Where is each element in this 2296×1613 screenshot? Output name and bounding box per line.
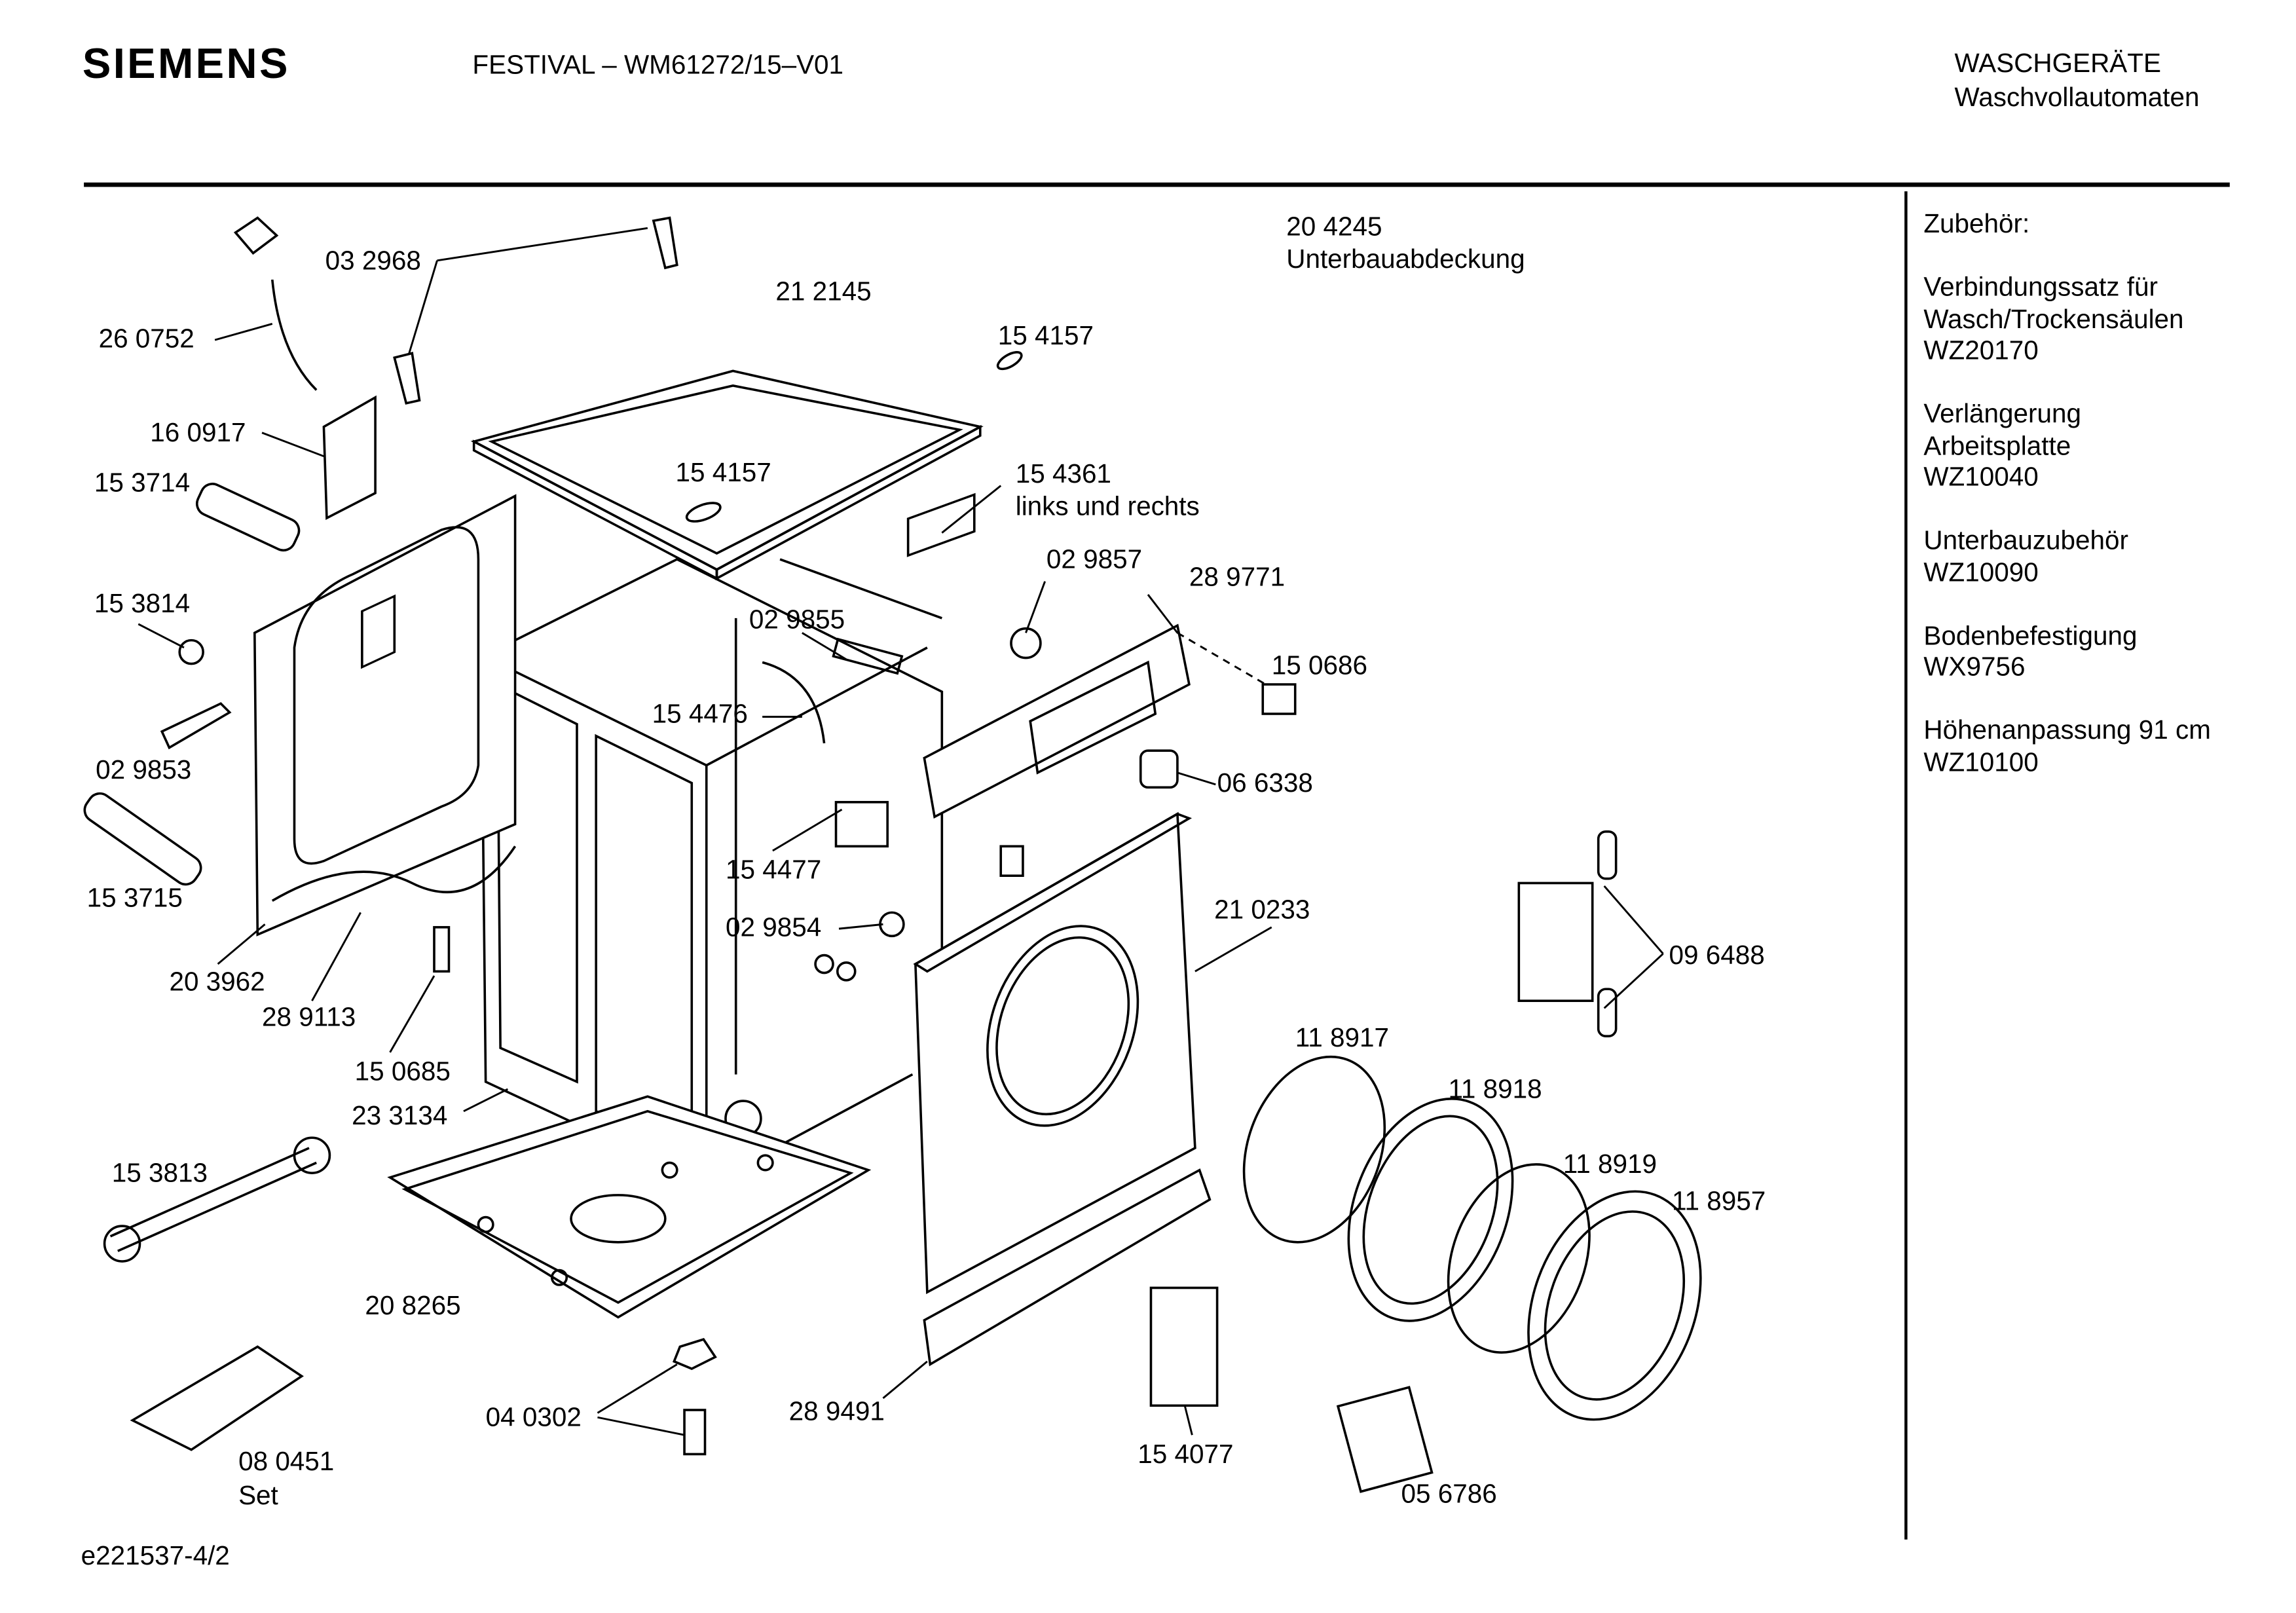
sidebar-divider [1904, 191, 1908, 1540]
part-number: 20 4245 [1286, 212, 1382, 242]
part-number: 04 0302 [485, 1402, 582, 1432]
part-number: 11 8917 [1295, 1022, 1389, 1052]
part-number: 06 6338 [1217, 768, 1313, 798]
document-id: e221537-4/2 [81, 1541, 230, 1570]
leader-lines [138, 227, 1664, 1436]
small-parts-drawing [83, 216, 1618, 1493]
rear-panel-drawing [253, 494, 517, 936]
control-rail-drawing [923, 623, 1191, 819]
accessory-item: Unterbauzubehör WZ10090 [1923, 525, 2211, 589]
accessories-panel: Zubehör: Verbindungssatz für Wasch/Trock… [1923, 209, 2211, 810]
part-number: 02 9853 [96, 754, 192, 785]
accessory-desc: Bodenbefestigung [1923, 620, 2138, 650]
part-number: 23 3134 [352, 1101, 448, 1131]
part-number: 15 4077 [1138, 1439, 1234, 1469]
accessory-code: WZ10100 [1923, 747, 2039, 777]
accessory-desc: Wasch/Trockensäulen [1923, 304, 2184, 334]
kick-strip-drawing [923, 1168, 1212, 1367]
accessory-desc: Arbeitsplatte [1923, 430, 2071, 460]
accessory-desc: Verlängerung [1923, 399, 2082, 428]
part-number: 03 2968 [325, 246, 421, 276]
base-plate-drawing [387, 1095, 872, 1319]
part-number: 08 0451 [238, 1447, 335, 1477]
part-number: 09 6488 [1669, 940, 1765, 971]
part-number: 15 4157 [675, 457, 771, 487]
top-panel-drawing [470, 369, 984, 581]
part-number: 02 9857 [1046, 544, 1143, 574]
part-number: 21 2145 [775, 276, 872, 306]
part-number: 02 9854 [725, 912, 822, 942]
category-title: WASCHGERÄTE [1954, 48, 2161, 79]
part-number: 15 3813 [111, 1158, 208, 1188]
part-number: 21 0233 [1214, 895, 1310, 925]
header-divider [84, 182, 2230, 187]
part-number: 15 4361 [1015, 459, 1111, 489]
part-description: Unterbauabdeckung [1286, 244, 1525, 274]
part-number: 16 0917 [150, 418, 246, 448]
part-number: 20 8265 [365, 1290, 461, 1320]
part-number: 26 0752 [98, 324, 194, 354]
model-title: FESTIVAL – WM61272/15–V01 [472, 50, 844, 80]
part-number: 15 0685 [354, 1056, 451, 1086]
part-number: 15 3714 [94, 468, 191, 498]
cabinet-drawing [480, 558, 944, 1187]
accessory-item: Verbindungssatz für Wasch/Trockensäulen … [1923, 272, 2211, 367]
part-number: 20 3962 [169, 967, 265, 997]
accessory-code: WZ10090 [1923, 557, 2039, 587]
accessory-desc: Unterbauzubehör [1923, 525, 2128, 555]
front-panel-drawing [913, 811, 1196, 1295]
accessory-item: Höhenanpassung 91 cm WZ10100 [1923, 715, 2211, 779]
part-number: 15 3715 [86, 883, 183, 913]
accessory-item: Verlängerung Arbeitsplatte WZ10040 [1923, 399, 2211, 494]
part-number: 15 4476 [652, 699, 748, 729]
part-description: Set [238, 1480, 278, 1510]
part-number: 28 9771 [1189, 562, 1286, 592]
part-number: 15 3814 [94, 588, 191, 618]
part-description: links und rechts [1015, 491, 1200, 521]
accessory-item: Bodenbefestigung WX9756 [1923, 620, 2211, 684]
subcategory-title: Waschvollautomaten [1954, 82, 2200, 112]
part-number: 11 8919 [1563, 1149, 1657, 1179]
part-number: 11 8918 [1448, 1074, 1542, 1104]
part-number: 15 0686 [1271, 650, 1368, 680]
siemens-logo: SIEMENS [82, 41, 290, 88]
part-number: 28 9113 [262, 1002, 356, 1032]
part-number: 05 6786 [1401, 1479, 1497, 1509]
accessory-code: WX9756 [1923, 652, 2026, 682]
accessory-code: WZ10040 [1923, 462, 2039, 492]
part-number: 02 9855 [749, 604, 845, 635]
door-rings-drawing [1242, 1055, 1702, 1421]
accessory-desc: Verbindungssatz für [1923, 272, 2158, 302]
accessories-heading: Zubehör: [1923, 209, 2030, 239]
part-number: 15 4477 [725, 855, 822, 885]
accessory-code: WZ20170 [1923, 335, 2039, 365]
part-number: 11 8957 [1672, 1186, 1766, 1216]
accessory-desc: Höhenanpassung 91 cm [1923, 715, 2211, 745]
part-number: 15 4157 [997, 320, 1094, 350]
part-number: 28 9491 [788, 1396, 885, 1426]
